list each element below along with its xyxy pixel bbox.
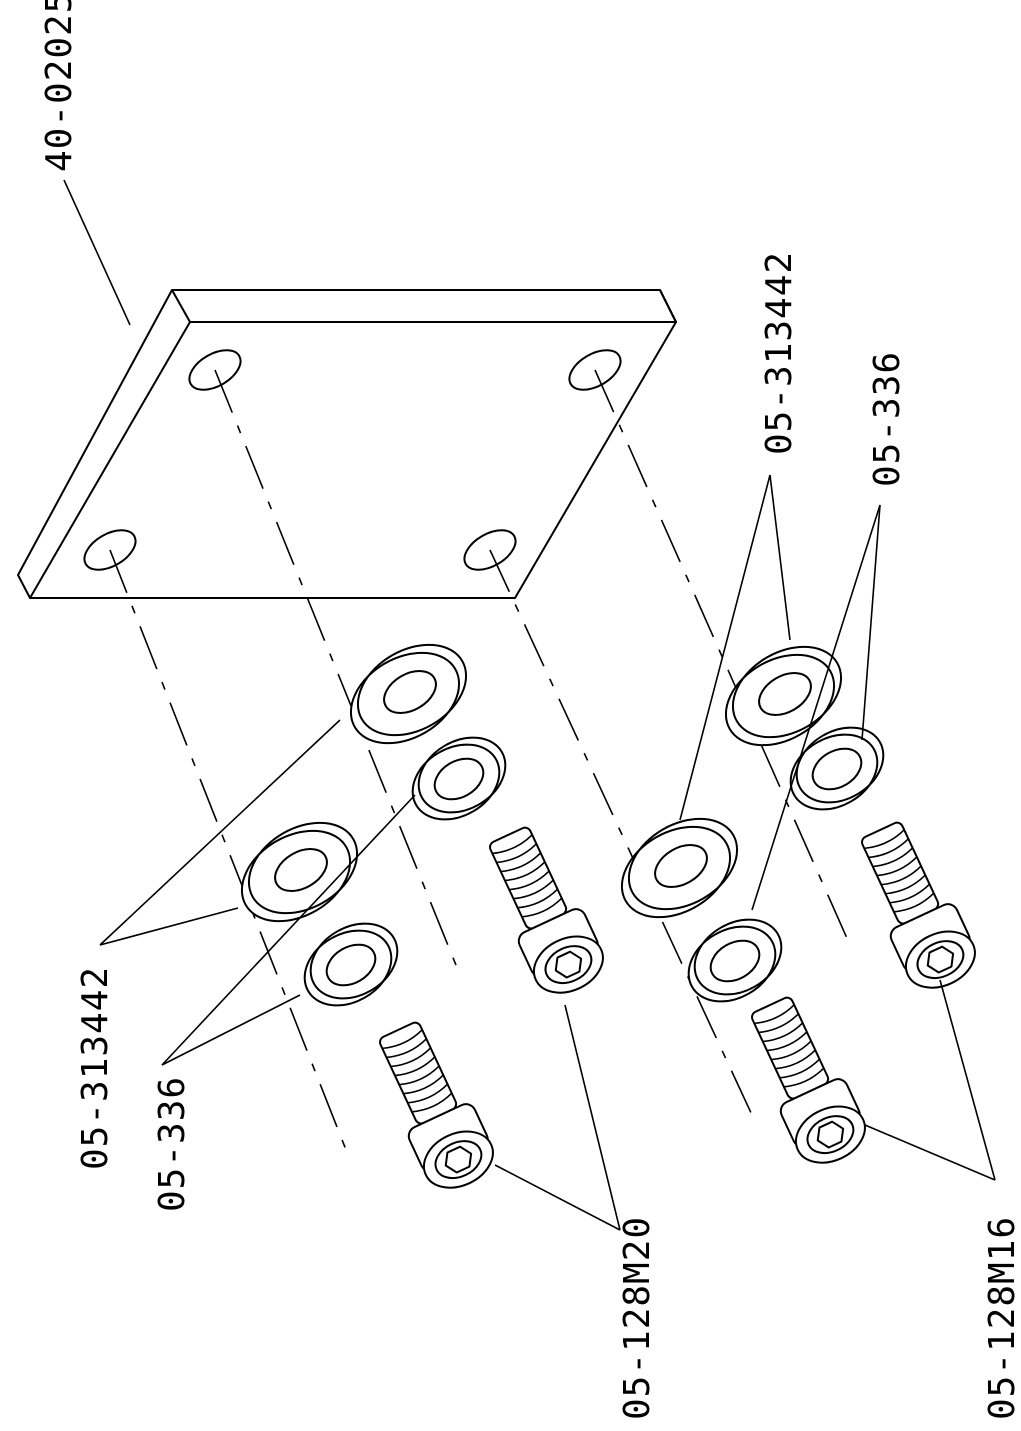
lock-washer-2	[303, 922, 399, 1007]
socket-head-screw-3	[846, 813, 986, 1000]
label-flat-washer-left: 05-313442	[75, 965, 116, 1170]
socket-head-screw-4	[736, 988, 876, 1175]
flat-washer-3	[724, 645, 843, 747]
socket-head-screw-2	[364, 1013, 504, 1200]
label-screw-right: 05-128M16	[982, 1215, 1021, 1420]
plate-hole-bottom-right	[463, 529, 517, 571]
lock-washer-1	[411, 736, 507, 821]
lock-washer-3	[789, 726, 885, 811]
plate-hole-bottom-left	[83, 529, 137, 571]
flat-washer-2	[240, 821, 359, 923]
flat-washer-4	[620, 817, 739, 919]
lock-washer-group	[303, 726, 885, 1007]
plate-hole-top-left	[188, 349, 242, 391]
flat-washer-group	[240, 643, 843, 923]
flat-washer-1	[349, 643, 468, 745]
leader-lines	[63, 179, 996, 1231]
center-lines	[109, 369, 851, 1161]
label-lock-washer-left: 05-336	[152, 1075, 193, 1212]
label-screw-left: 05-128M20	[617, 1215, 658, 1420]
label-plate: 40-02025	[39, 0, 80, 172]
label-lock-washer-right: 05-336	[867, 350, 908, 487]
label-flat-washer-right: 05-313442	[759, 250, 800, 455]
mounting-plate	[17, 289, 677, 599]
socket-head-screw-1	[474, 818, 614, 1005]
lock-washer-4	[687, 918, 783, 1003]
plate-hole-top-right	[568, 349, 622, 391]
